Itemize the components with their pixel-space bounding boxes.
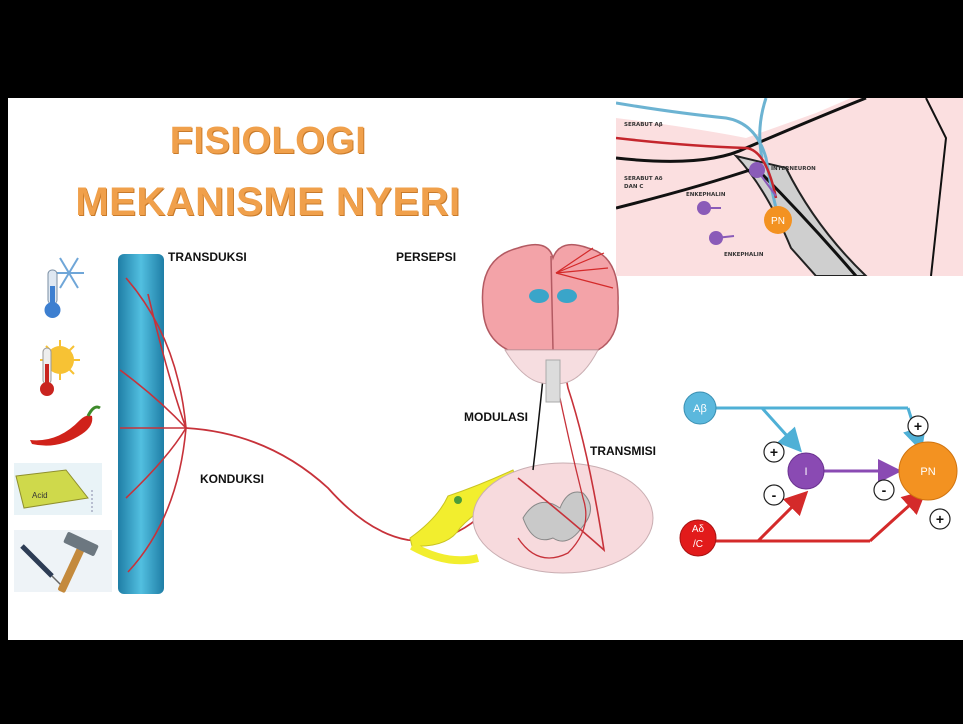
acid-beaker-icon: Acid	[14, 463, 102, 515]
dorsal-horn-inset: PN SERABUT Aβ SERABUT Aδ DAN C INTERNEUR…	[616, 98, 963, 276]
pn-node-label: PN	[920, 466, 935, 478]
label-persepsi: PERSEPSI	[396, 250, 456, 264]
diagram-canvas: FISIOLOGI MEKANISME NYERI	[8, 98, 963, 640]
inset-label-enkephalin-2: ENKEPHALIN	[724, 252, 764, 258]
gate-control-diagram: Aβ Aδ /C I PN + + + - -	[680, 392, 957, 556]
ab-node-label: Aβ	[693, 403, 707, 415]
transduction-column	[118, 254, 164, 594]
ad-node-label-2: /C	[693, 539, 703, 550]
inset-label-dan-c: DAN C	[624, 184, 643, 190]
plus-1-text: +	[770, 444, 778, 460]
label-transduksi: TRANSDUKSI	[168, 250, 247, 264]
spinal-cord-section	[473, 463, 653, 573]
bottom-letterbox-bar	[0, 640, 963, 724]
chili-pepper-icon	[30, 407, 100, 446]
inset-label-serabut-ad: SERABUT Aδ	[624, 176, 663, 182]
inset-pn-label: PN	[771, 216, 785, 227]
acid-label: Acid	[32, 491, 48, 500]
brain-coronal-section	[482, 245, 618, 402]
minus-2-text: -	[882, 482, 887, 498]
plus-3-text: +	[936, 511, 944, 527]
inset-label-interneuron: INTERNEURON	[771, 166, 816, 172]
label-modulasi: MODULASI	[464, 410, 528, 424]
ad-node-label-1: Aδ	[692, 524, 705, 535]
inset-label-enkephalin-1: ENKEPHALIN	[686, 192, 726, 198]
top-letterbox-bar	[0, 0, 963, 98]
syringe-hammer-icon	[14, 530, 112, 593]
cold-thermometer-icon	[45, 258, 85, 318]
minus-1-text: -	[772, 487, 777, 503]
label-transmisi: TRANSMISI	[590, 444, 656, 458]
inset-label-serabut-ab: SERABUT Aβ	[624, 122, 663, 128]
plus-2-text: +	[914, 418, 922, 434]
heat-thermometer-icon	[40, 340, 80, 396]
inset-diagram: PN SERABUT Aβ SERABUT Aδ DAN C INTERNEUR…	[616, 98, 963, 276]
inter-node-label: I	[804, 466, 807, 478]
label-konduksi: KONDUKSI	[200, 472, 264, 486]
